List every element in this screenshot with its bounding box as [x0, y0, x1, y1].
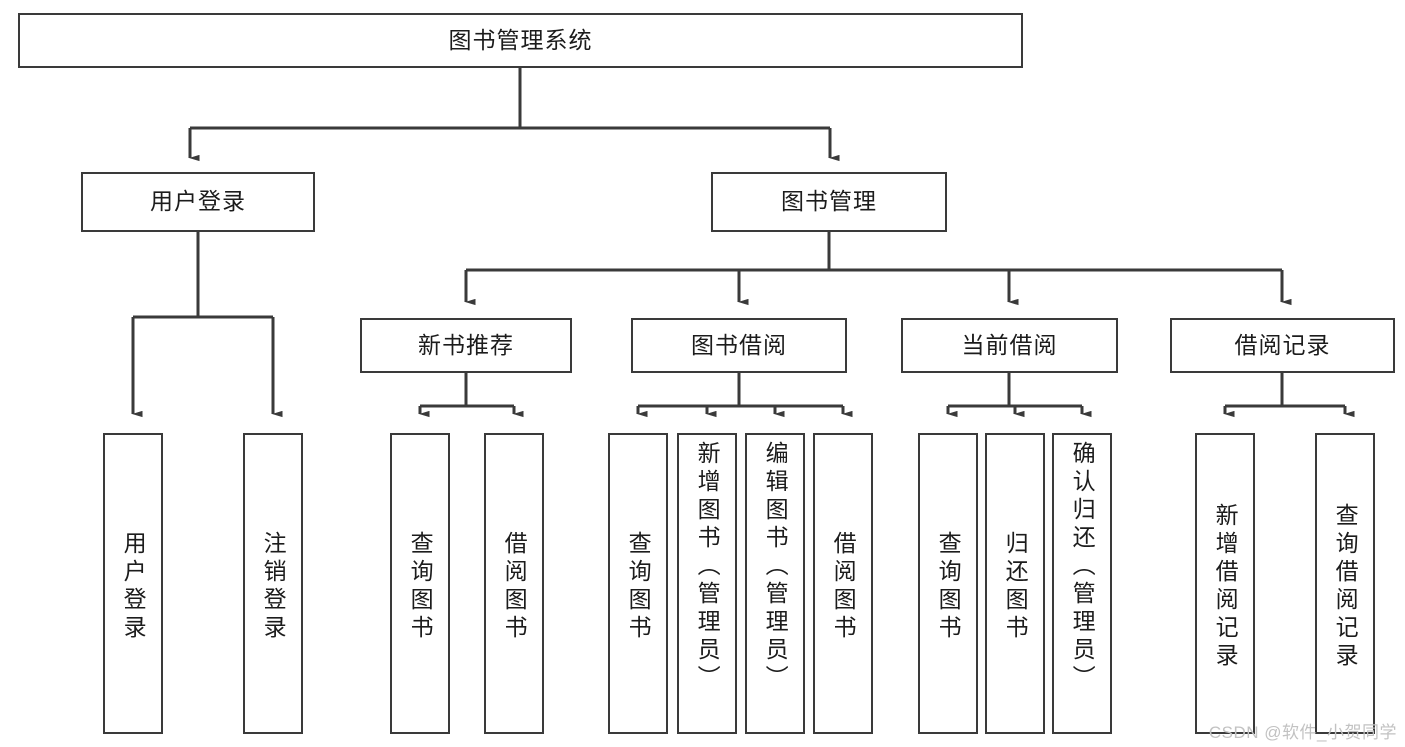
node-label: 确认归还（管理员）	[1069, 441, 1096, 693]
leaf-new-book-borrow[interactable]: 借阅图书	[484, 433, 544, 734]
node-book-management[interactable]: 图书管理	[711, 172, 947, 232]
node-label: 查询图书	[935, 530, 962, 643]
leaf-current-borrow-confirm-return[interactable]: 确认归还（管理员）	[1052, 433, 1112, 734]
node-user-login[interactable]: 用户登录	[81, 172, 315, 232]
node-label: 新增借阅记录	[1212, 502, 1239, 671]
book-manage-to-level3-connectors	[464, 232, 1292, 306]
leaf-book-borrow-query[interactable]: 查询图书	[608, 433, 668, 734]
new-book-to-leaves-connectors	[418, 373, 524, 418]
node-label: 当前借阅	[961, 331, 1058, 358]
leaf-user-login-logout[interactable]: 注销登录	[243, 433, 303, 734]
leaf-borrow-record-add[interactable]: 新增借阅记录	[1195, 433, 1255, 734]
node-label: 借阅记录	[1234, 331, 1331, 358]
leaf-book-borrow-borrow[interactable]: 借阅图书	[813, 433, 873, 734]
node-root-system[interactable]: 图书管理系统	[18, 13, 1023, 68]
node-label: 图书管理	[781, 188, 877, 215]
node-label: 编辑图书（管理员）	[762, 441, 789, 693]
node-label: 图书管理系统	[448, 26, 593, 53]
node-label: 借阅图书	[501, 530, 528, 643]
leaf-borrow-record-query[interactable]: 查询借阅记录	[1315, 433, 1375, 734]
leaf-current-borrow-query[interactable]: 查询图书	[918, 433, 978, 734]
node-label: 新增图书（管理员）	[694, 441, 721, 693]
leaf-new-book-query[interactable]: 查询图书	[390, 433, 450, 734]
node-label: 用户登录	[150, 188, 246, 215]
node-label: 借阅图书	[830, 530, 857, 643]
node-label: 用户登录	[120, 530, 147, 643]
node-label: 查询图书	[407, 530, 434, 643]
node-label: 注销登录	[260, 530, 287, 643]
node-label: 查询图书	[625, 530, 652, 643]
root-to-level2-connectors	[188, 68, 840, 162]
node-borrow-record[interactable]: 借阅记录	[1170, 318, 1395, 373]
node-label: 新书推荐	[418, 331, 514, 358]
leaf-book-borrow-edit[interactable]: 编辑图书（管理员）	[745, 433, 805, 734]
node-label: 归还图书	[1002, 530, 1029, 643]
leaf-current-borrow-return[interactable]: 归还图书	[985, 433, 1045, 734]
borrow-record-to-leaves-connectors	[1223, 373, 1355, 418]
node-current-borrow[interactable]: 当前借阅	[901, 318, 1118, 373]
node-label: 图书借阅	[691, 331, 787, 358]
node-book-borrow[interactable]: 图书借阅	[631, 318, 847, 373]
current-borrow-to-leaves-connectors	[946, 373, 1092, 418]
leaf-user-login-login[interactable]: 用户登录	[103, 433, 163, 734]
leaf-book-borrow-add[interactable]: 新增图书（管理员）	[677, 433, 737, 734]
user-login-to-leaves-connectors	[131, 232, 283, 418]
book-borrow-to-leaves-connectors	[636, 373, 853, 418]
node-label: 查询借阅记录	[1332, 502, 1359, 671]
node-new-book-recommend[interactable]: 新书推荐	[360, 318, 572, 373]
